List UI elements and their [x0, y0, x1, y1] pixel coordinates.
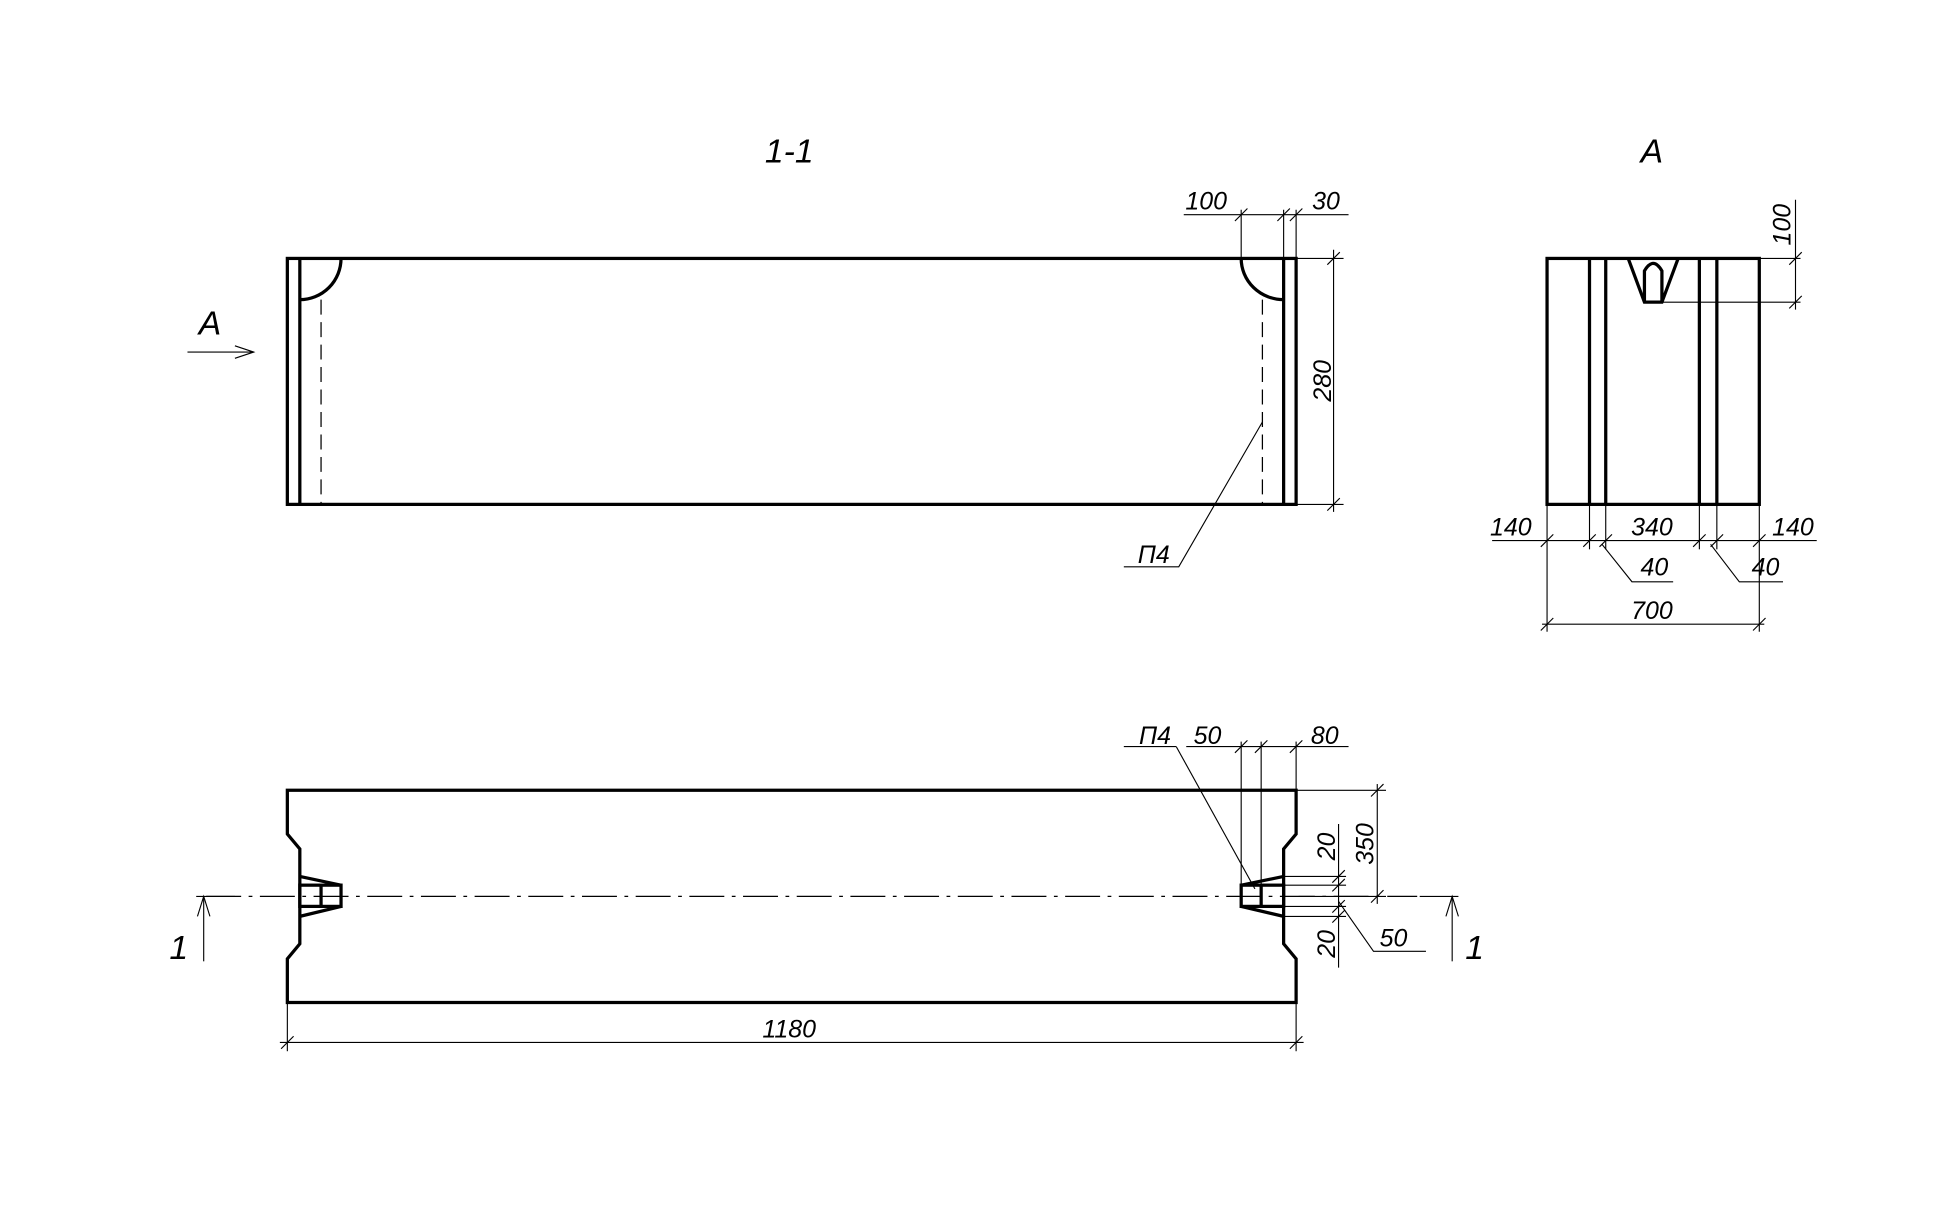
dimension-tick — [1289, 739, 1303, 754]
dim-groove-right: 40 — [1752, 554, 1780, 582]
section-mark-left: 1 — [169, 929, 188, 967]
dimension-tick — [1326, 497, 1341, 512]
dimension-tick — [1276, 208, 1291, 222]
lug-arc-right — [1239, 258, 1284, 302]
lug-arc-left — [299, 258, 343, 302]
view-arrow-label: A — [197, 305, 221, 343]
dimension-tick — [1692, 533, 1707, 548]
dim-end-offset: 100 — [1185, 188, 1227, 216]
dimension-tick — [1540, 533, 1554, 548]
dim-right-edge: 140 — [1772, 514, 1814, 542]
dimension-tick — [1254, 739, 1268, 754]
dim-lug-width: 50 — [1380, 924, 1408, 952]
dim-lug-outer: 80 — [1311, 722, 1339, 750]
dimension-tick — [1331, 899, 1346, 914]
dimension-tick — [1710, 533, 1724, 548]
slot-loop — [1642, 261, 1664, 303]
dim-groove-left: 40 — [1641, 554, 1669, 582]
dimension-tick — [1788, 295, 1803, 309]
dim-middle: 340 — [1631, 514, 1673, 542]
dim-offset-bottom: 20 — [1313, 930, 1341, 959]
dimension-tick — [1370, 889, 1384, 904]
slot-wedge — [1626, 257, 1680, 304]
dimension-ticks — [280, 208, 1803, 1050]
dimension-tick — [1326, 251, 1341, 266]
dimension-tick — [1370, 783, 1384, 797]
dimension-tick — [1599, 533, 1613, 548]
section-title: 1-1 — [765, 132, 814, 170]
section-mark-right: 1 — [1465, 929, 1484, 967]
dimension-tick — [1752, 533, 1766, 548]
dimension-tick — [280, 1035, 294, 1050]
dimension-tick — [1540, 617, 1554, 631]
dim-slot-depth: 100 — [1769, 204, 1797, 246]
dimension-tick — [1331, 909, 1346, 924]
dimension-tick — [1331, 869, 1346, 884]
dim-height: 280 — [1309, 360, 1337, 403]
plan-view: П4 50 80 350 20 20 50 1180 1 1 — [169, 722, 1484, 1052]
dim-half-height: 350 — [1352, 823, 1380, 865]
dimension-tick — [1234, 739, 1248, 754]
section-view-1-1: 1-1 A 100 30 280 П4 — [187, 132, 1349, 569]
dimension-tick — [1582, 533, 1597, 548]
leader-label-p4-plan: П4 — [1139, 722, 1171, 750]
dim-offset-top: 20 — [1313, 832, 1341, 861]
dimension-tick — [1289, 1035, 1303, 1050]
section-arrow-right-icon — [1419, 894, 1459, 962]
lug-left — [298, 874, 343, 918]
dim-end-thickness: 30 — [1312, 188, 1340, 216]
section-arrow-left-icon — [196, 894, 235, 962]
end-view-a: A 100 140 340 140 40 40 700 — [1490, 132, 1817, 632]
dimension-tick — [1331, 878, 1346, 892]
dimension-tick — [1752, 617, 1766, 631]
section-outline — [285, 256, 1298, 507]
dim-lug-inner: 50 — [1194, 722, 1222, 750]
end-view-outline — [1545, 256, 1761, 507]
dim-length: 1180 — [762, 1015, 816, 1043]
view-arrow-icon — [187, 345, 256, 359]
dim-total-width: 700 — [1631, 597, 1673, 625]
end-view-title: A — [1639, 132, 1663, 170]
dim-left-edge: 140 — [1490, 514, 1532, 542]
lug-right — [1239, 874, 1286, 918]
dimension-tick — [1289, 208, 1303, 222]
dimension-tick — [1234, 208, 1248, 222]
dimension-tick — [1788, 251, 1803, 266]
leader-label-p4: П4 — [1138, 541, 1170, 569]
